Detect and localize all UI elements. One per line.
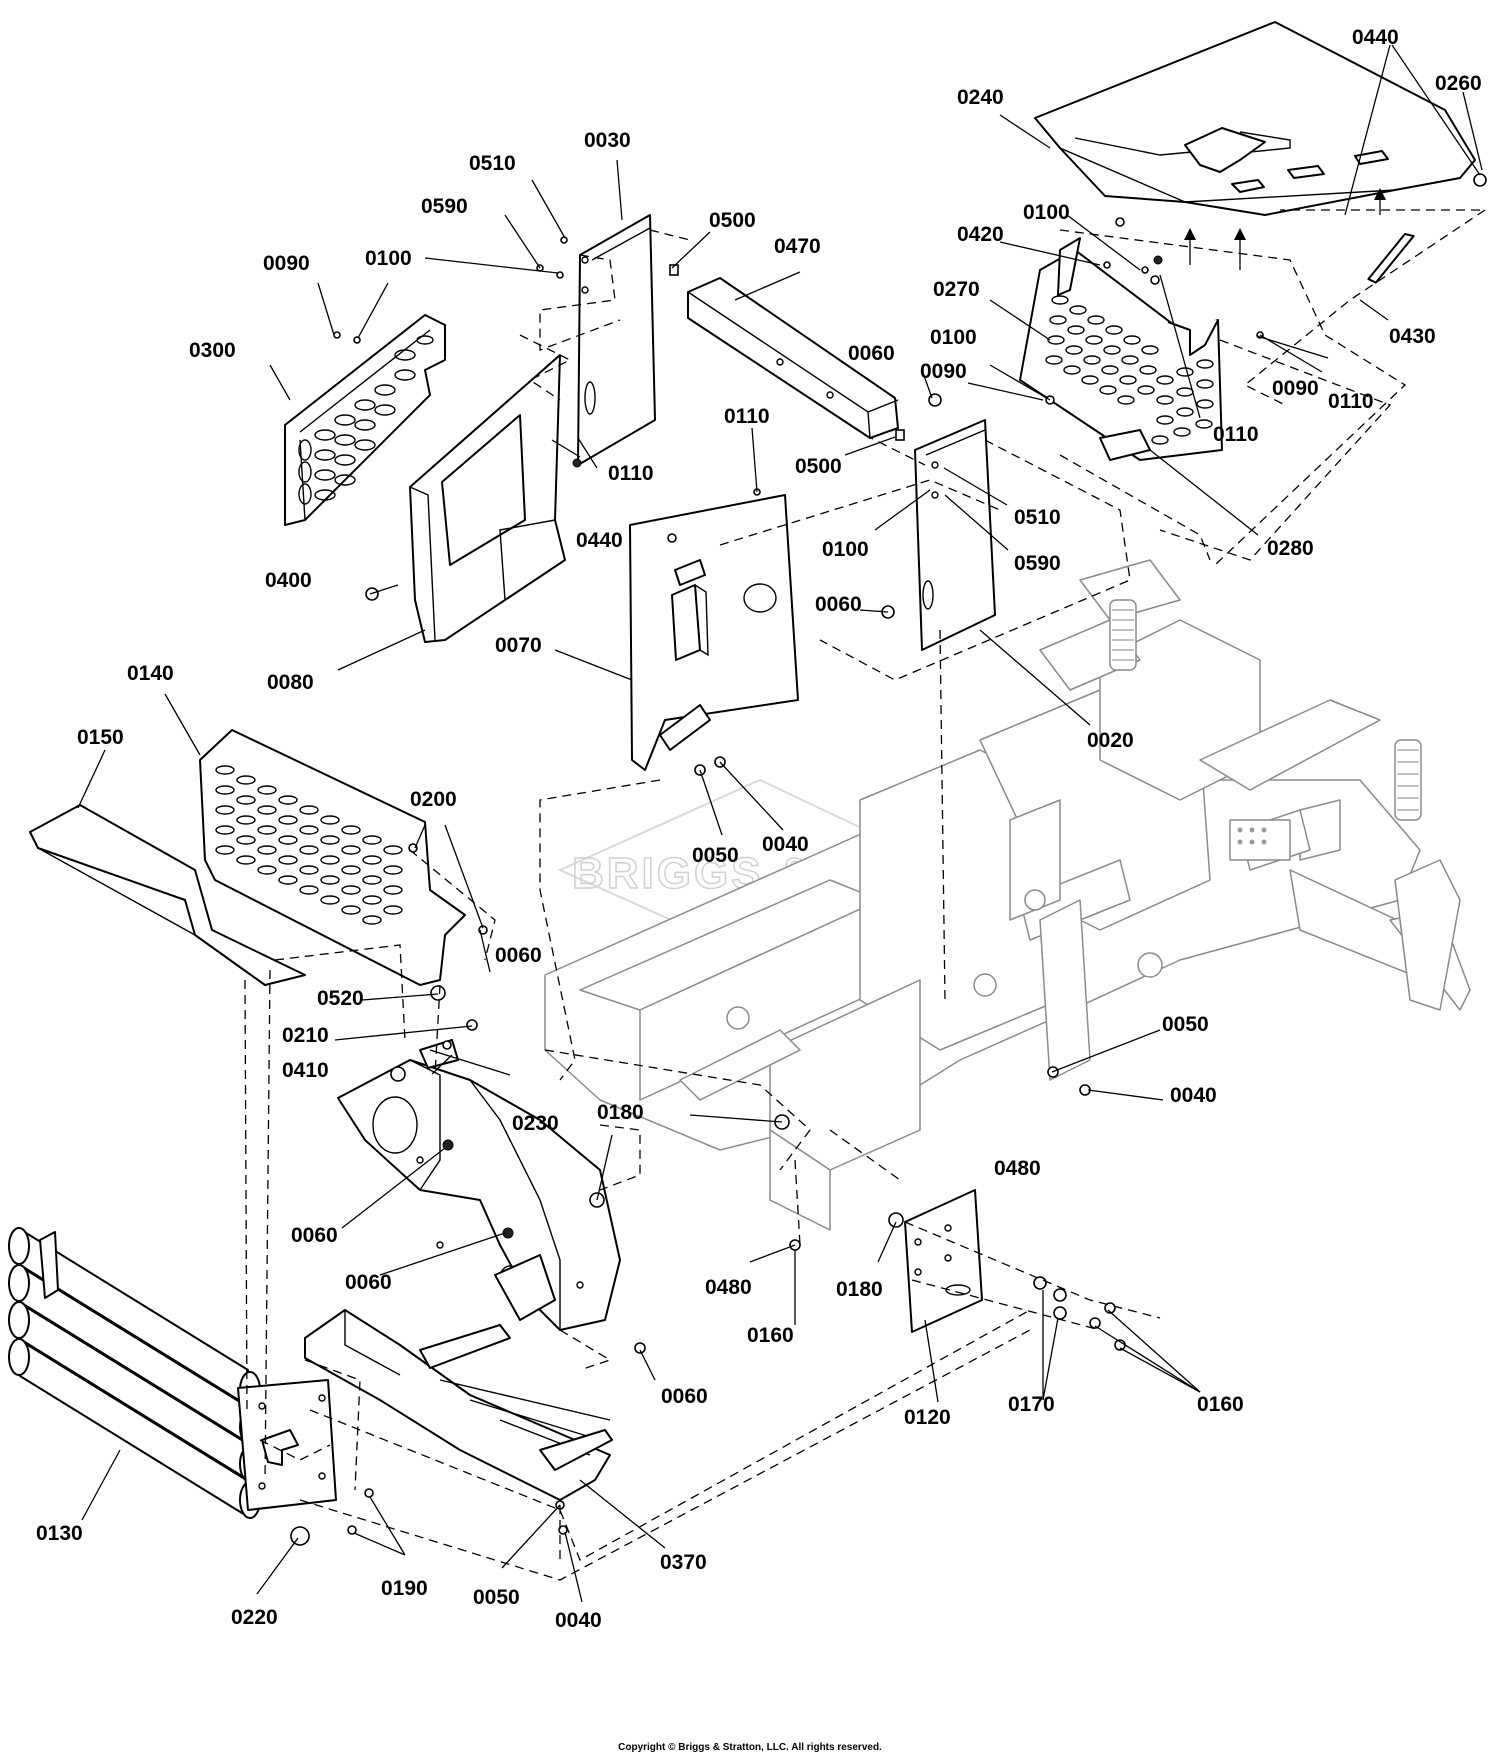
callout-label: 0040	[762, 833, 809, 856]
panel-0150	[29, 804, 306, 986]
callout-label: 0420	[957, 223, 1004, 246]
callout-label: 0090	[263, 252, 310, 275]
callout-label: 0200	[410, 788, 457, 811]
callout-label: 0520	[317, 987, 364, 1010]
callout-label: 0070	[495, 634, 542, 657]
callout-label: 0430	[1389, 325, 1436, 348]
callout-label: 0400	[265, 569, 312, 592]
callout-label: 0440	[1352, 26, 1399, 49]
callout-label: 0590	[1014, 552, 1061, 575]
callout-label: 0500	[795, 455, 842, 478]
callout-label: 0110	[608, 462, 654, 485]
callout-labels: 0440 0260 0240 0030 0510 0590 0100 0090 …	[36, 26, 1482, 1632]
callout-label: 0110	[724, 405, 770, 428]
callout-label: 0100	[930, 326, 977, 349]
callout-label: 0090	[920, 360, 967, 383]
callout-label: 0500	[709, 209, 756, 232]
hood-0240	[1034, 21, 1487, 216]
callout-label: 0280	[1267, 537, 1314, 560]
callout-label: 0480	[994, 1157, 1041, 1180]
deflector-0370	[304, 1309, 613, 1501]
callout-label: 0370	[660, 1551, 707, 1574]
callout-label: 0110	[1328, 390, 1374, 413]
cover-0470	[687, 277, 899, 439]
callout-label: 0160	[747, 1324, 794, 1347]
callout-label: 0590	[421, 195, 468, 218]
callout-label: 0050	[473, 1586, 520, 1609]
callout-label: 0270	[933, 278, 980, 301]
copyright-notice: Copyright © Briggs & Stratton, LLC. All …	[618, 1742, 882, 1753]
callout-label: 0300	[189, 339, 236, 362]
screw-0260	[1473, 173, 1487, 187]
callout-label: 0100	[1023, 201, 1070, 224]
panel-0070	[629, 494, 799, 771]
panel-0020	[914, 419, 996, 651]
callout-label: 0240	[957, 86, 1004, 109]
callout-label: 0100	[822, 538, 869, 561]
callout-label: 0510	[469, 152, 516, 175]
callout-label: 0060	[291, 1224, 338, 1247]
assembly-lines	[244, 209, 1486, 1581]
callout-label: 0060	[495, 944, 542, 967]
callout-label: 0050	[692, 844, 739, 867]
callout-label: 0230	[512, 1112, 559, 1135]
grille-0270	[1019, 232, 1415, 461]
callout-label: 0050	[1162, 1013, 1209, 1036]
callout-label: 0130	[36, 1522, 83, 1545]
lift-arrows	[1184, 188, 1386, 270]
callout-label: 0060	[661, 1385, 708, 1408]
callout-label: 0190	[381, 1577, 428, 1600]
callout-label: 0150	[77, 726, 124, 749]
front-frame-0230	[337, 1039, 621, 1331]
grille-0300	[284, 314, 446, 526]
bumper-0130	[8, 1227, 337, 1519]
grille-0140	[199, 729, 466, 986]
callout-label: 0220	[231, 1606, 278, 1629]
callout-label: 0180	[597, 1101, 644, 1124]
callout-label: 0210	[282, 1024, 329, 1047]
callout-label: 0440	[576, 529, 623, 552]
callout-label: 0060	[345, 1271, 392, 1294]
callout-label: 0040	[1170, 1084, 1217, 1107]
callout-label: 0090	[1272, 377, 1319, 400]
callout-label: 0480	[705, 1276, 752, 1299]
callout-label: 0030	[584, 129, 631, 152]
panel-0080	[409, 354, 566, 643]
callout-label: 0100	[365, 247, 412, 270]
leader-lines	[77, 44, 1483, 1603]
callout-label: 0120	[904, 1406, 951, 1429]
callout-label: 0080	[267, 671, 314, 694]
callout-label: 0140	[127, 662, 174, 685]
callout-label: 0110	[1213, 423, 1259, 446]
callout-label: 0180	[836, 1278, 883, 1301]
main-frame-0020	[544, 559, 1471, 1231]
callout-label: 0160	[1197, 1393, 1244, 1416]
callout-label: 0060	[815, 593, 862, 616]
strut-0430	[1367, 232, 1415, 284]
callout-label: 0170	[1008, 1393, 1055, 1416]
callout-label: 0060	[848, 342, 895, 365]
callout-label: 0410	[282, 1059, 329, 1082]
callout-label: 0260	[1435, 72, 1482, 95]
callout-label: 0040	[555, 1609, 602, 1632]
plate-0120	[904, 1189, 983, 1333]
callout-label: 0470	[774, 235, 821, 258]
callout-label: 0020	[1087, 729, 1134, 752]
bracket-0210	[419, 1039, 459, 1069]
callout-label: 0510	[1014, 506, 1061, 529]
panel-0030	[572, 214, 656, 468]
